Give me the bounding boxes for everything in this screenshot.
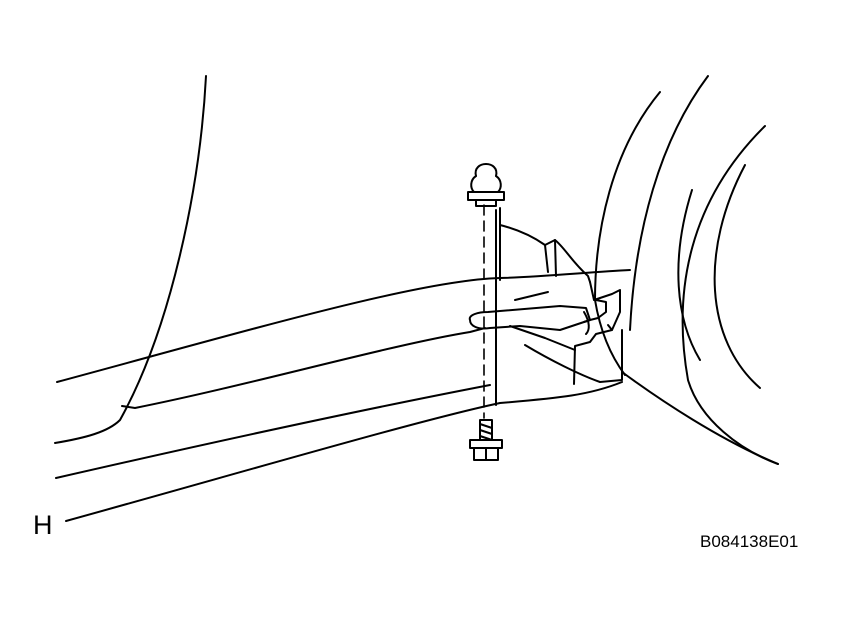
figure-id: B084138E01 <box>700 532 799 551</box>
clip-icon <box>467 163 505 207</box>
callout-label-h: H <box>33 510 53 540</box>
wheel-arch-outer <box>594 91 661 376</box>
fender-lower-edge <box>621 371 779 465</box>
mudguard-bracket <box>468 207 623 406</box>
door-edge-line <box>54 75 207 444</box>
rocker-line-upper <box>56 269 631 383</box>
rocker-line-lower <box>65 381 623 522</box>
bolt-icon <box>469 419 503 461</box>
wheel-arch-3 <box>681 125 779 465</box>
rocker-line-2 <box>121 327 486 409</box>
rocker-line-3 <box>55 384 491 479</box>
wheel-arch-5 <box>677 189 701 361</box>
wheel-arch-4 <box>713 164 761 389</box>
wheel-arch-2 <box>629 75 709 331</box>
